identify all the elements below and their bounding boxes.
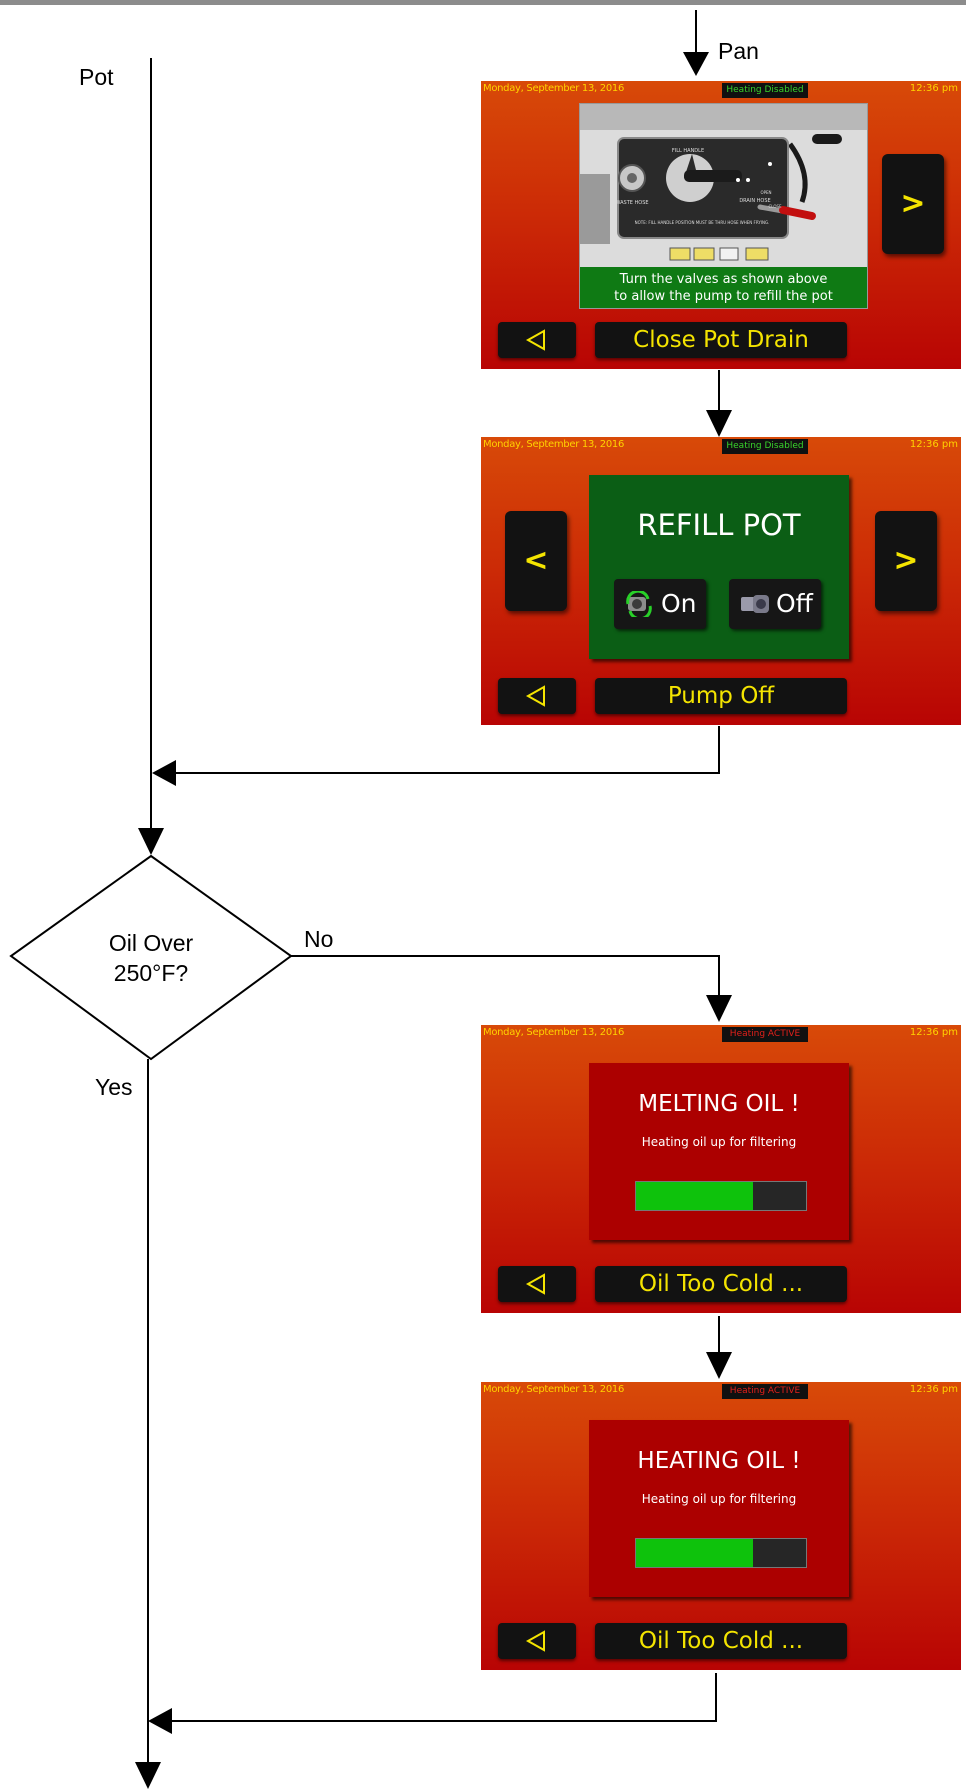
top-rule bbox=[0, 0, 966, 5]
pump-off-label: Off bbox=[776, 589, 813, 618]
no-label: No bbox=[304, 926, 334, 952]
back-triangle-icon bbox=[525, 1273, 545, 1295]
back-triangle-icon bbox=[525, 1630, 545, 1652]
arrow-head-icon bbox=[706, 995, 732, 1022]
photo-text-waste-hose: WASTE HOSE bbox=[615, 200, 648, 206]
refill-pot-panel: REFILL POT On Off bbox=[589, 475, 849, 659]
back-button[interactable] bbox=[498, 1266, 576, 1302]
photo-text-note: NOTE: FILL HANDLE POSITION MUST BE THRU … bbox=[635, 220, 770, 225]
panel-title: MELTING OIL ! bbox=[638, 1091, 800, 1117]
arrow-head-icon bbox=[706, 1352, 732, 1379]
step-label-button[interactable]: Oil Too Cold ... bbox=[595, 1623, 847, 1659]
status-time: 12:36 pm bbox=[909, 83, 958, 94]
heating-progress-bar bbox=[635, 1538, 807, 1568]
arrow-head-icon bbox=[148, 1708, 172, 1734]
heating-status-badge: Heating ACTIVE bbox=[722, 1384, 808, 1399]
connector-2-merge bbox=[173, 726, 720, 774]
screen-refill-pot: Monday, September 13, 2016 Heating Disab… bbox=[481, 437, 961, 725]
photo-caption: Turn the valves as shown above to allow … bbox=[580, 267, 867, 308]
panel-subtitle: Heating oil up for filtering bbox=[641, 1135, 797, 1149]
panel-subtitle: Heating oil up for filtering bbox=[641, 1492, 797, 1506]
photo-text-open: OPEN bbox=[760, 190, 771, 195]
caption-line-1: Turn the valves as shown above bbox=[619, 272, 828, 287]
step-label-button[interactable]: Oil Too Cold ... bbox=[595, 1266, 847, 1302]
back-triangle-icon bbox=[525, 685, 545, 707]
arrow-head-icon bbox=[135, 1762, 161, 1789]
next-button[interactable]: > bbox=[875, 511, 937, 611]
panel-title: HEATING OIL ! bbox=[637, 1448, 801, 1474]
status-date: Monday, September 13, 2016 bbox=[483, 1384, 625, 1395]
pump-on-icon bbox=[626, 591, 652, 617]
back-button[interactable] bbox=[498, 322, 576, 358]
valve-photo: FILL HANDLE DRAIN HOSE WASTE HOSE NOTE: … bbox=[579, 103, 868, 309]
screen-heating-oil: Monday, September 13, 2016 Heating ACTIV… bbox=[481, 1382, 961, 1670]
pump-off-button[interactable]: Off bbox=[729, 579, 821, 629]
status-time: 12:36 pm bbox=[909, 439, 958, 450]
heating-status-badge: Heating ACTIVE bbox=[722, 1027, 808, 1042]
pot-label: Pot bbox=[79, 64, 114, 90]
connector-4-merge bbox=[170, 1673, 717, 1722]
photo-text-fill-handle: FILL HANDLE bbox=[672, 148, 704, 154]
pump-on-button[interactable]: On bbox=[614, 579, 706, 629]
status-time: 12:36 pm bbox=[909, 1384, 958, 1395]
step-label-button[interactable]: Pump Off bbox=[595, 678, 847, 714]
next-button[interactable]: > bbox=[882, 154, 944, 254]
heating-oil-panel: HEATING OIL ! Heating oil up for filteri… bbox=[589, 1420, 849, 1597]
decision-line-1: Oil Over bbox=[108, 930, 194, 956]
screen-close-pot-drain: Monday, September 13, 2016 Heating Disab… bbox=[481, 81, 961, 369]
caption-line-2: to allow the pump to refill the pot bbox=[614, 289, 833, 304]
arrow-head-icon bbox=[683, 52, 709, 76]
connector-no bbox=[291, 955, 720, 998]
prev-button[interactable]: < bbox=[505, 511, 567, 611]
back-triangle-icon bbox=[525, 329, 545, 351]
pan-label: Pan bbox=[718, 38, 759, 64]
step-label-button[interactable]: Close Pot Drain bbox=[595, 322, 847, 358]
heating-status-badge: Heating Disabled bbox=[722, 83, 808, 98]
status-date: Monday, September 13, 2016 bbox=[483, 439, 625, 450]
photo-text-close: CLOSE bbox=[768, 204, 782, 209]
status-date: Monday, September 13, 2016 bbox=[483, 1027, 625, 1038]
back-button[interactable] bbox=[498, 678, 576, 714]
decision-diamond bbox=[9, 854, 293, 1061]
decision-line-2: 250°F? bbox=[113, 960, 189, 986]
arrow-head-icon bbox=[152, 760, 176, 786]
heating-status-badge: Heating Disabled bbox=[722, 439, 808, 454]
panel-title: REFILL POT bbox=[637, 508, 801, 542]
arrow-head-icon bbox=[706, 410, 732, 437]
status-time: 12:36 pm bbox=[909, 1027, 958, 1038]
progress-fill bbox=[636, 1539, 754, 1567]
progress-fill bbox=[636, 1182, 754, 1210]
screen-melting-oil: Monday, September 13, 2016 Heating ACTIV… bbox=[481, 1025, 961, 1313]
yes-label: Yes bbox=[95, 1074, 133, 1100]
heating-progress-bar bbox=[635, 1181, 807, 1211]
pump-on-label: On bbox=[661, 589, 697, 618]
photo-text-drain-hose: DRAIN HOSE bbox=[739, 198, 770, 204]
valve-illustration: FILL HANDLE DRAIN HOSE WASTE HOSE NOTE: … bbox=[580, 104, 867, 267]
pump-off-icon bbox=[741, 595, 769, 613]
back-button[interactable] bbox=[498, 1623, 576, 1659]
arrow-head-icon bbox=[138, 828, 164, 855]
melting-oil-panel: MELTING OIL ! Heating oil up for filteri… bbox=[589, 1063, 849, 1240]
status-date: Monday, September 13, 2016 bbox=[483, 83, 625, 94]
